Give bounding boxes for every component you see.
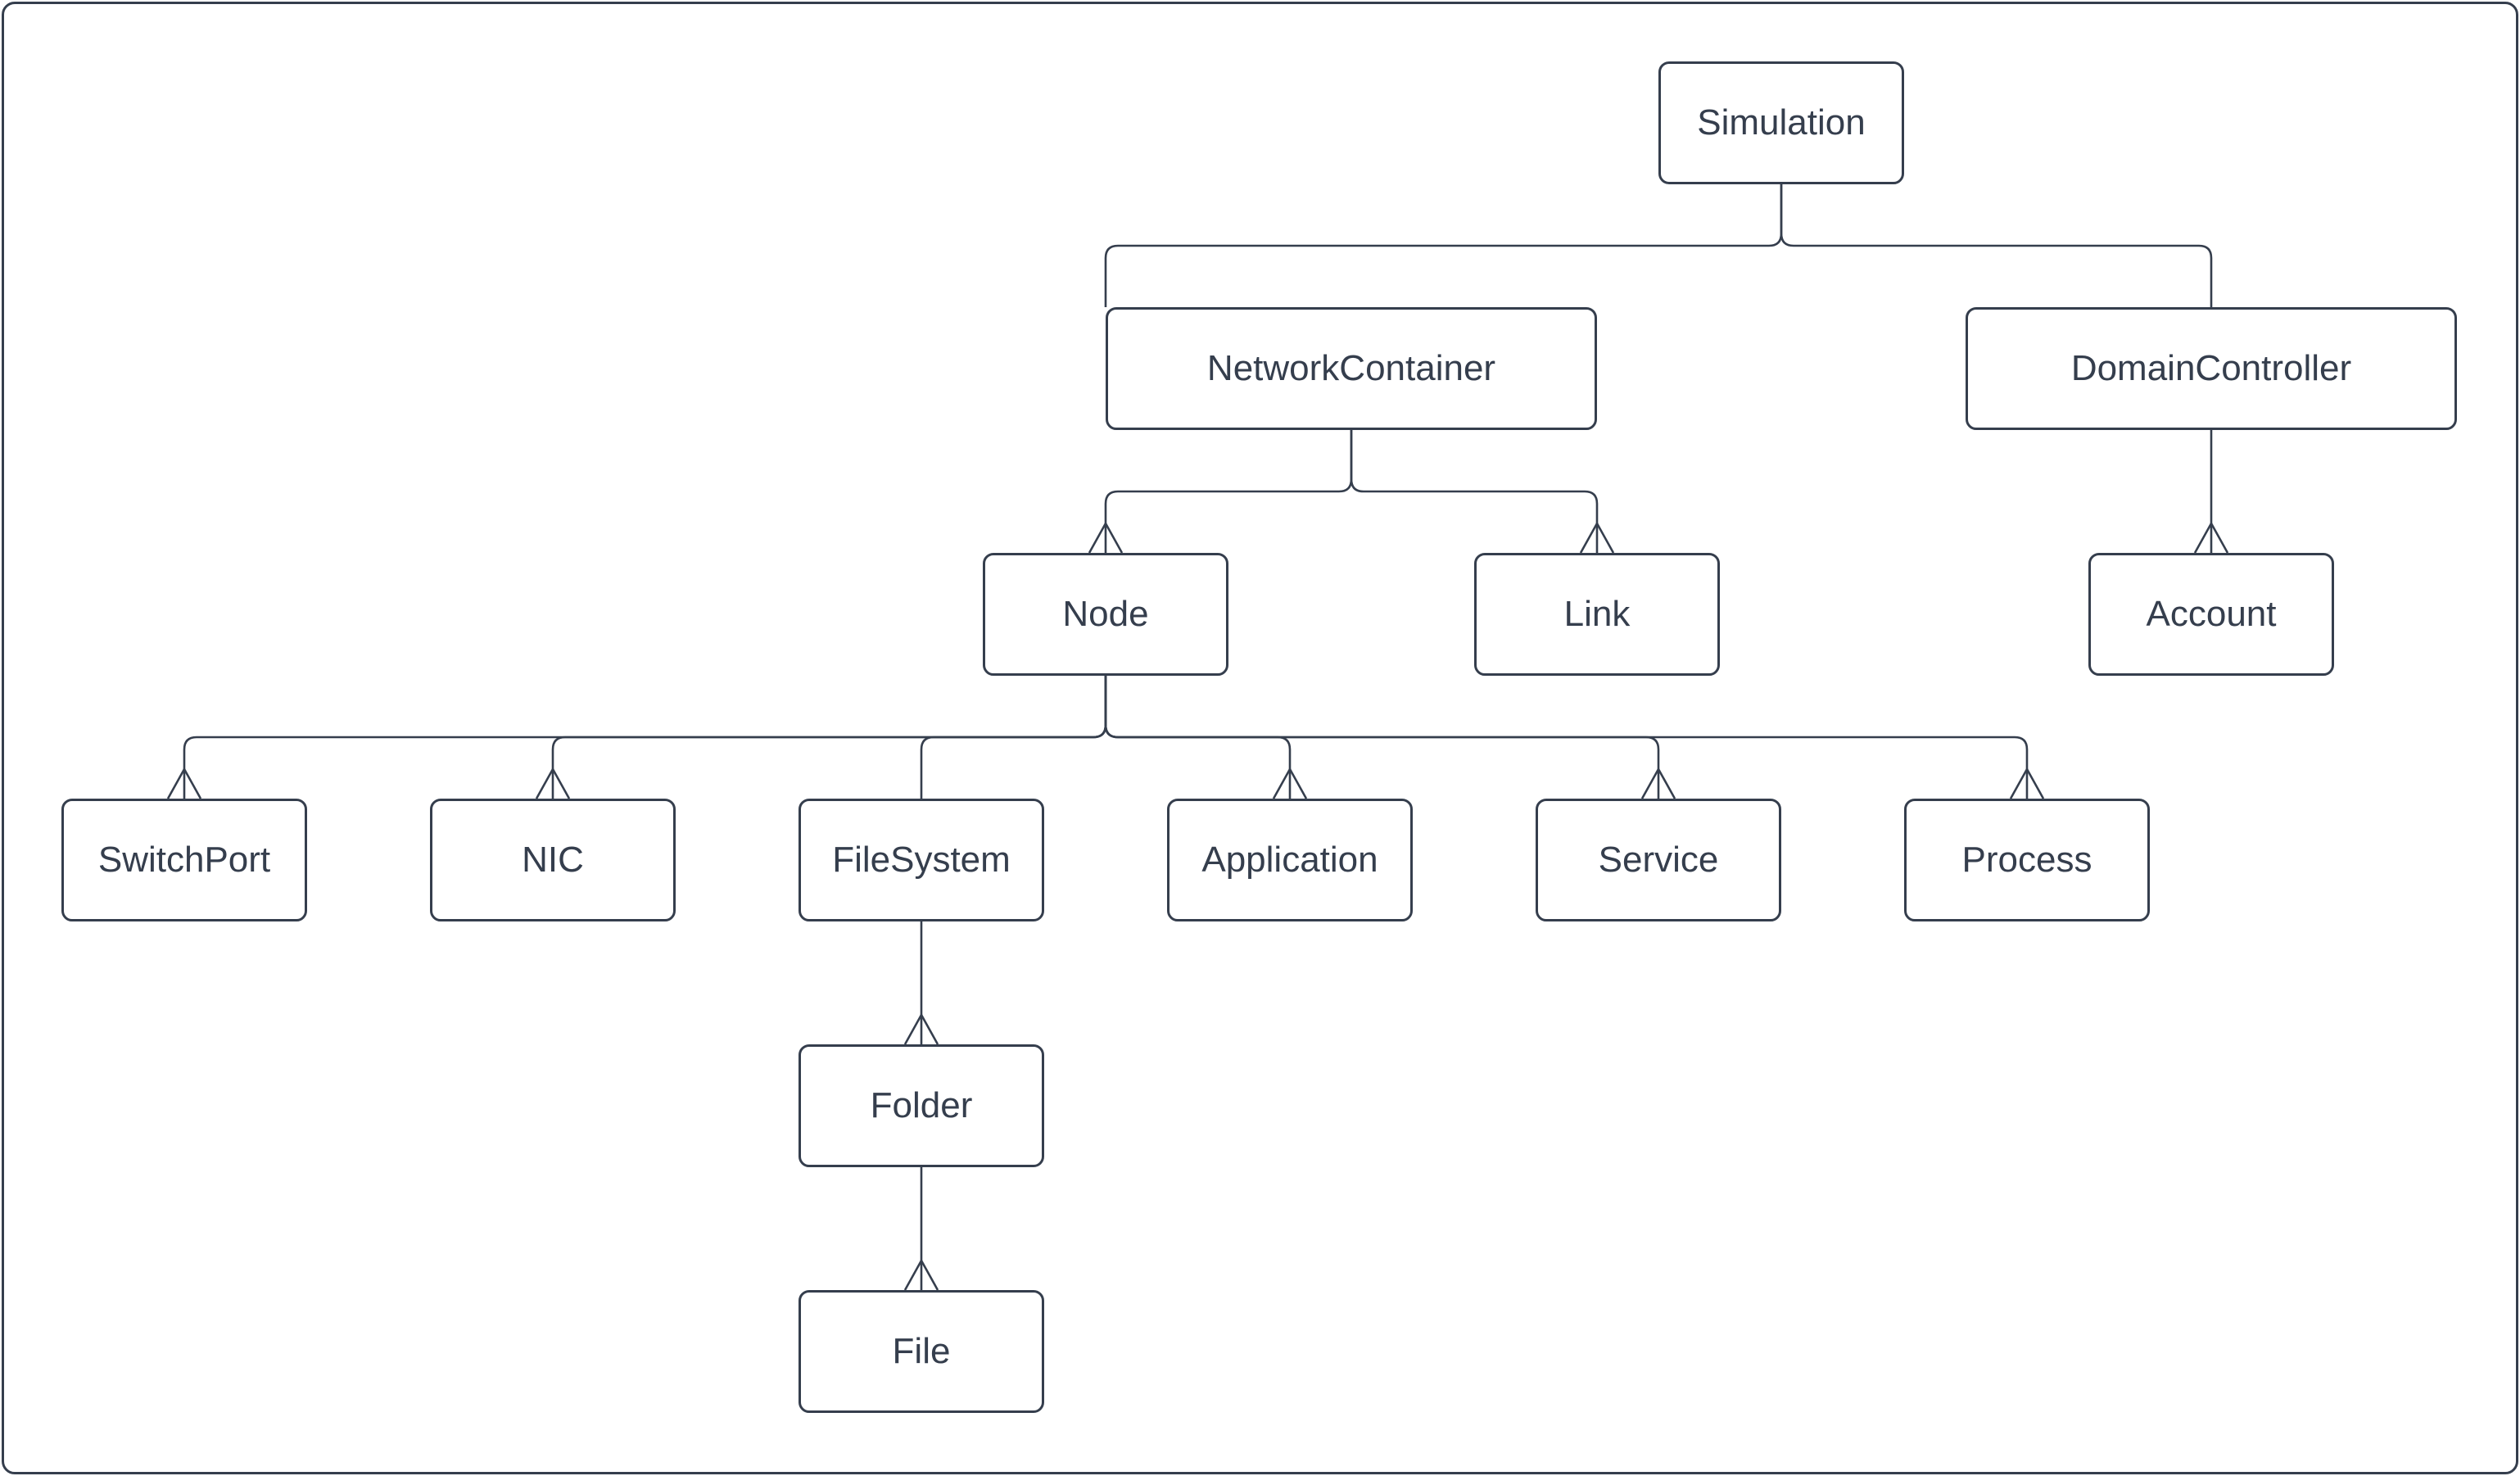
diagram-node-account[interactable]: Account <box>2088 553 2334 676</box>
diagram-node-simulation[interactable]: Simulation <box>1658 61 1904 184</box>
node-label-application: Application <box>1201 840 1378 880</box>
arrowhead-application <box>1272 767 1308 799</box>
node-label-folder: Folder <box>870 1085 973 1125</box>
node-label-simulation: Simulation <box>1697 102 1866 143</box>
diagram-node-filesystem[interactable]: FileSystem <box>799 799 1044 921</box>
diagram-node-switchport[interactable]: SwitchPort <box>61 799 307 921</box>
edge-simulation-networkcontainer <box>1104 184 1783 307</box>
node-label-service: Service <box>1598 840 1719 880</box>
node-label-switchport: SwitchPort <box>97 840 271 880</box>
arrowhead-folder <box>903 1012 939 1045</box>
node-label-link: Link <box>1563 594 1631 634</box>
diagram-node-domaincontroller[interactable]: DomainController <box>1966 307 2457 430</box>
node-label-domaincontroller: DomainController <box>2070 348 2352 388</box>
arrowhead-account <box>2193 521 2229 554</box>
arrowhead-process <box>2009 767 2045 799</box>
edge-node-process <box>1104 676 2029 799</box>
diagram-node-application[interactable]: Application <box>1167 799 1413 921</box>
diagram-node-nic[interactable]: NIC <box>430 799 676 921</box>
arrowhead-service <box>1640 767 1676 799</box>
diagram-node-service[interactable]: Service <box>1536 799 1781 921</box>
arrowhead-link <box>1579 521 1615 554</box>
node-label-filesystem: FileSystem <box>832 840 1011 880</box>
node-label-account: Account <box>2146 594 2277 634</box>
arrowhead-file <box>903 1258 939 1291</box>
edge-simulation-domaincontroller <box>1780 184 2213 307</box>
node-label-file: File <box>892 1331 951 1371</box>
arrowhead-node <box>1088 521 1124 554</box>
diagram-node-node[interactable]: Node <box>983 553 1228 676</box>
arrowhead-switchport <box>166 767 202 799</box>
node-label-networkcontainer: NetworkContainer <box>1206 348 1496 388</box>
diagram-node-link[interactable]: Link <box>1474 553 1720 676</box>
node-label-nic: NIC <box>522 840 584 880</box>
node-label-process: Process <box>1961 840 2092 880</box>
edge-networkcontainer-link <box>1350 430 1599 553</box>
arrowhead-nic <box>535 767 571 799</box>
diagram-node-process[interactable]: Process <box>1904 799 2150 921</box>
diagram-node-folder[interactable]: Folder <box>799 1044 1044 1167</box>
edge-node-filesystem <box>920 676 1107 799</box>
node-label-node: Node <box>1062 594 1149 634</box>
diagram-node-file[interactable]: File <box>799 1290 1044 1413</box>
edge-networkcontainer-node <box>1104 430 1353 553</box>
diagram-node-networkcontainer[interactable]: NetworkContainer <box>1106 307 1597 430</box>
